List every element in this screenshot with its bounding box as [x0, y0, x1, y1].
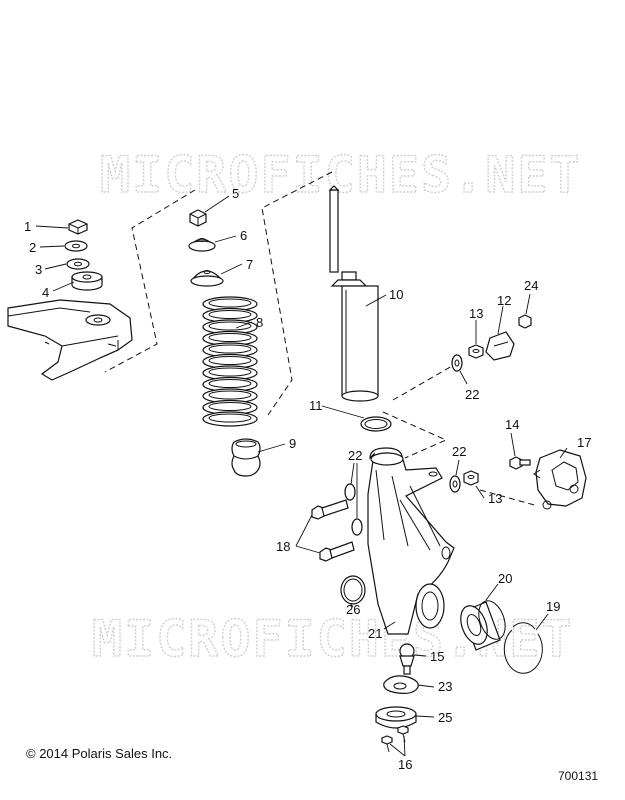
- copyright-notice: © 2014 Polaris Sales Inc.: [26, 746, 173, 761]
- ball-joint-part: [399, 643, 415, 675]
- callout-19: 19: [546, 599, 560, 614]
- callout-9: 9: [289, 436, 296, 451]
- callout-25: 25: [438, 710, 452, 725]
- callout-26: 26: [346, 602, 360, 617]
- upper-mount-part: [188, 238, 216, 252]
- bolts-part: [311, 499, 355, 562]
- o-ring-part-26: [340, 575, 366, 605]
- boot-part: [375, 706, 417, 729]
- frame-bracket: [7, 299, 133, 381]
- washer-part-22a: [451, 354, 463, 372]
- coil-spring-part: [202, 296, 258, 427]
- nut-part-13a: [468, 344, 484, 359]
- callout-2: 2: [29, 240, 36, 255]
- retainer-plate-part: [383, 675, 419, 694]
- washer-part: [64, 240, 88, 252]
- steering-knuckle-part: [367, 447, 455, 635]
- callout-8: 8: [256, 315, 263, 330]
- callout-20: 20: [498, 571, 512, 586]
- callout-21: 21: [368, 626, 382, 641]
- leader-lines: [35, 195, 568, 757]
- nut-part: [68, 219, 88, 235]
- bump-stop-part: [231, 438, 261, 477]
- callout-labels: 1 2 3 4 5 6 7 8 9 10 11 12 13 13 14 15 1…: [24, 186, 591, 772]
- drawing-number: 700131: [558, 769, 599, 783]
- brake-caliper-part: [533, 449, 587, 510]
- o-ring-part: [360, 416, 392, 432]
- callout-22-left: 22: [348, 448, 362, 463]
- callout-15: 15: [430, 649, 444, 664]
- callout-14: 14: [505, 417, 519, 432]
- nut-part-13b: [463, 470, 479, 486]
- callout-12: 12: [497, 293, 511, 308]
- spring-seat-part: [190, 270, 224, 287]
- callout-23: 23: [438, 679, 452, 694]
- callout-17: 17: [577, 435, 591, 450]
- callout-18: 18: [276, 539, 290, 554]
- washer-part-22b: [449, 475, 461, 493]
- callout-24: 24: [524, 278, 538, 293]
- snap-ring-part: [503, 622, 543, 674]
- callout-16: 16: [398, 757, 412, 772]
- screws-part: [381, 725, 409, 753]
- callout-11: 11: [309, 398, 323, 413]
- bushing-part: [71, 271, 103, 291]
- assembly-lines: [104, 171, 539, 507]
- callout-3: 3: [35, 262, 42, 277]
- watermark-bottom: MICROFICHES.NET: [92, 610, 574, 668]
- callout-1: 1: [24, 219, 31, 234]
- callout-13-top: 13: [469, 306, 483, 321]
- callout-13-knuckle: 13: [488, 491, 502, 506]
- wheel-bearing-part: [460, 600, 506, 651]
- shock-absorber-part: [328, 185, 379, 402]
- washer-part-2: [66, 258, 90, 270]
- top-nut-part: [189, 209, 207, 227]
- watermark-top: MICROFICHES.NET: [100, 146, 582, 204]
- callout-10: 10: [389, 287, 403, 302]
- washer-part-22c: [344, 483, 363, 536]
- callout-22-right: 22: [452, 444, 466, 459]
- callout-22-top: 22: [465, 387, 479, 402]
- callout-4: 4: [42, 285, 49, 300]
- caliper-bolt-part: [509, 456, 531, 470]
- callout-6: 6: [240, 228, 247, 243]
- callout-5: 5: [232, 186, 239, 201]
- clip-part: [485, 331, 515, 361]
- callout-7: 7: [246, 257, 253, 272]
- nut-part-24: [518, 314, 532, 329]
